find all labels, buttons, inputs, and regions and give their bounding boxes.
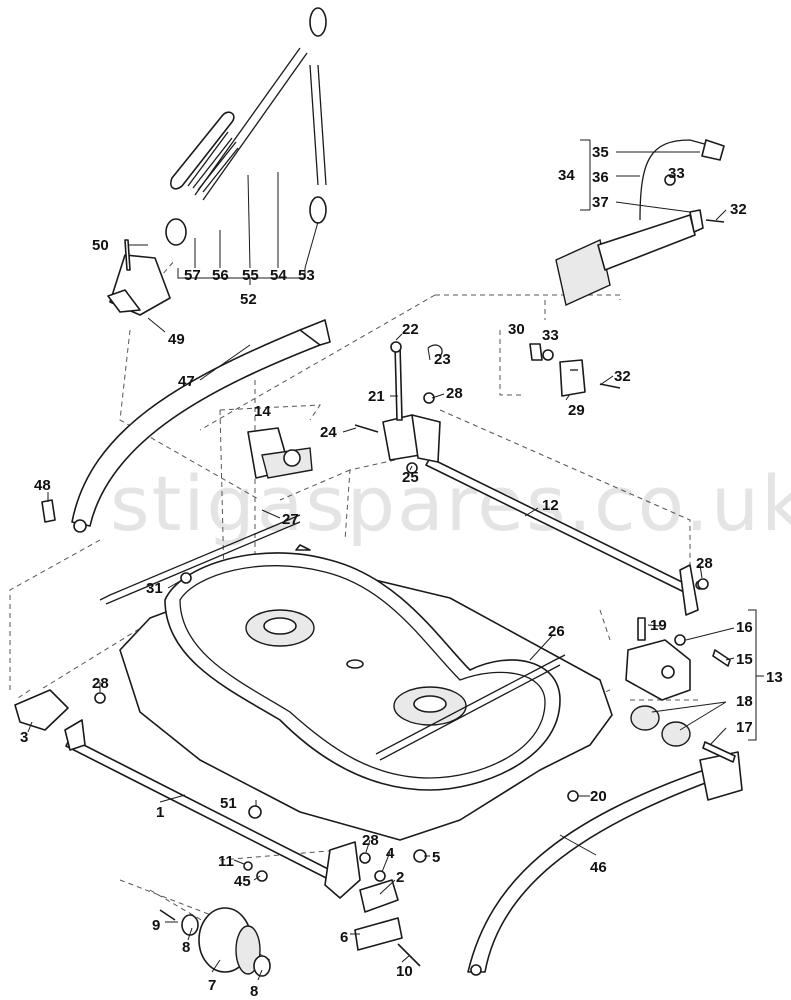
callout-11: 11 — [218, 853, 234, 870]
bracket-13-assembly — [625, 639, 691, 701]
callout-52: 52 — [240, 291, 257, 308]
callout-2: 2 — [396, 869, 404, 886]
callout-7: 7 — [208, 977, 216, 994]
callout-15: 15 — [736, 651, 753, 668]
callout-51: 51 — [220, 795, 237, 812]
callout-36: 36 — [592, 169, 609, 186]
spring-56 — [170, 111, 239, 193]
callout-28-left: 28 — [92, 675, 109, 692]
deck-rod-26 — [375, 654, 566, 761]
chain-55 — [194, 7, 327, 201]
callout-45: 45 — [234, 873, 251, 890]
callout-16: 16 — [736, 619, 753, 636]
callout-9: 9 — [152, 917, 160, 934]
callout-50: 50 — [92, 237, 109, 254]
callout-32-upper: 32 — [730, 201, 747, 218]
callout-28-upper: 28 — [446, 385, 463, 402]
chain-54 — [309, 64, 327, 224]
callout-26: 26 — [548, 623, 565, 640]
callout-4: 4 — [386, 845, 395, 862]
callout-46: 46 — [590, 859, 607, 876]
callout-54: 54 — [270, 267, 287, 284]
lever-bracket-21 — [382, 344, 441, 463]
leader-lines — [27, 139, 764, 981]
bracket-6 — [354, 917, 403, 951]
callout-19: 19 — [650, 617, 667, 634]
hook-57 — [165, 218, 187, 246]
lift-arm-47 — [71, 319, 331, 533]
deck-rod-27 — [99, 514, 301, 605]
callout-22: 22 — [402, 321, 419, 338]
bracket-14 — [247, 427, 313, 479]
callout-1: 1 — [156, 804, 164, 821]
callout-27: 27 — [282, 511, 299, 528]
wheel-7 — [181, 907, 271, 977]
callout-6: 6 — [340, 929, 348, 946]
callout-31: 31 — [146, 580, 163, 597]
callout-24: 24 — [320, 424, 337, 441]
callout-10: 10 — [396, 963, 413, 980]
callout-35: 35 — [592, 144, 609, 161]
callout-12: 12 — [542, 497, 559, 514]
bracket-29 — [559, 359, 586, 397]
callout-33-lower: 33 — [542, 327, 559, 344]
callout-labels: 1 2 3 4 5 6 7 8 8 9 10 11 12 13 14 15 16… — [20, 144, 783, 1000]
pivot-bracket-2 — [324, 841, 399, 913]
callout-3: 3 — [20, 729, 28, 746]
callout-55: 55 — [242, 267, 259, 284]
callout-53: 53 — [298, 267, 315, 284]
callout-28-lower: 28 — [362, 832, 379, 849]
callout-17: 17 — [736, 719, 753, 736]
lift-arm-46 — [467, 751, 743, 976]
bracket-49 — [107, 254, 171, 316]
actuator-assembly-34 — [555, 139, 725, 306]
callout-56: 56 — [212, 267, 229, 284]
callout-14: 14 — [254, 403, 271, 420]
callout-21: 21 — [368, 388, 385, 405]
callout-32-lower: 32 — [614, 368, 631, 385]
bracket-3 — [14, 689, 69, 731]
callout-13: 13 — [766, 669, 783, 686]
callout-37: 37 — [592, 194, 609, 211]
callout-30: 30 — [508, 321, 525, 338]
callout-47: 47 — [178, 373, 195, 390]
rear-lift-shaft-12 — [425, 457, 705, 616]
callout-18: 18 — [736, 693, 753, 710]
callout-28-right: 28 — [696, 555, 713, 572]
callout-29: 29 — [568, 402, 585, 419]
callout-8-upper: 8 — [182, 939, 190, 956]
callout-23: 23 — [434, 351, 451, 368]
mower-deck-housing — [119, 544, 613, 841]
callout-34: 34 — [558, 167, 575, 184]
callout-20: 20 — [590, 788, 607, 805]
callout-48: 48 — [34, 477, 51, 494]
fasteners — [41, 174, 736, 967]
callout-33-upper: 33 — [668, 165, 685, 182]
callout-57: 57 — [184, 267, 201, 284]
callout-25: 25 — [402, 469, 419, 486]
callout-49: 49 — [168, 331, 185, 348]
callout-5: 5 — [432, 849, 440, 866]
callout-8-lower: 8 — [250, 983, 258, 1000]
rollers-18 — [630, 705, 691, 747]
